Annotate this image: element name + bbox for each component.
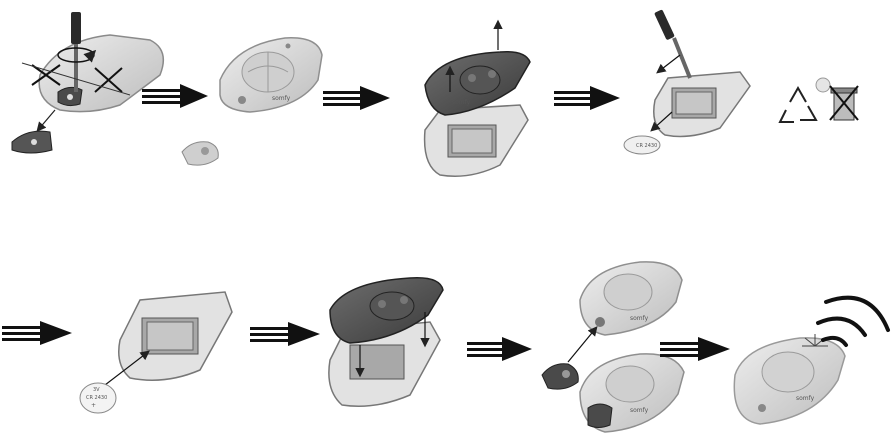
step-arrow-1 <box>142 84 208 108</box>
screwdriver-icon <box>654 9 692 79</box>
step-6-close-shell <box>328 277 444 407</box>
cross-mark-left-icon <box>31 64 61 86</box>
battery-model-label: CR 2430 <box>636 143 657 149</box>
battery-coin-removed <box>623 135 661 155</box>
brand-logo: somfy <box>630 315 649 322</box>
cross-mark-right-icon <box>94 67 123 93</box>
loose-cap <box>181 141 219 166</box>
step-3-open-shell: somfy <box>423 19 531 177</box>
crossed-bin-icon <box>829 85 859 121</box>
small-battery-icon <box>815 77 831 93</box>
battery-voltage-label: 3V <box>93 387 100 393</box>
brand-logo: somfy <box>630 407 649 414</box>
step-arrow-6 <box>467 337 532 361</box>
battery-polarity-label: + <box>91 402 96 409</box>
loose-cap <box>541 363 579 390</box>
step-arrow-7 <box>660 337 730 361</box>
battery-model-label: CR 2430 <box>86 395 107 401</box>
step-1-unscrew-cap <box>11 12 165 154</box>
screwdriver-icon <box>57 12 97 92</box>
step-4-remove-battery: CR 2430 <box>623 9 751 155</box>
step-8-remote-working: somfy <box>733 295 890 425</box>
step-arrow-5 <box>250 322 320 346</box>
brand-logo: somfy <box>796 395 815 402</box>
step-arrow-4 <box>2 321 72 345</box>
recycle-icon <box>778 85 818 123</box>
brand-logo: somfy <box>452 99 471 106</box>
brand-logo: somfy <box>272 95 291 102</box>
step-2-remote-closed: somfy <box>181 37 323 166</box>
step-7-refit-cap: somfy somfy <box>541 261 685 433</box>
signal-waves-icon <box>816 295 890 347</box>
step-arrow-2 <box>323 86 390 110</box>
step-arrow-3 <box>554 86 620 110</box>
step-5-insert-battery: 3V CR 2430 + <box>79 291 233 414</box>
battery-coin-new: 3V CR 2430 + <box>79 382 117 414</box>
